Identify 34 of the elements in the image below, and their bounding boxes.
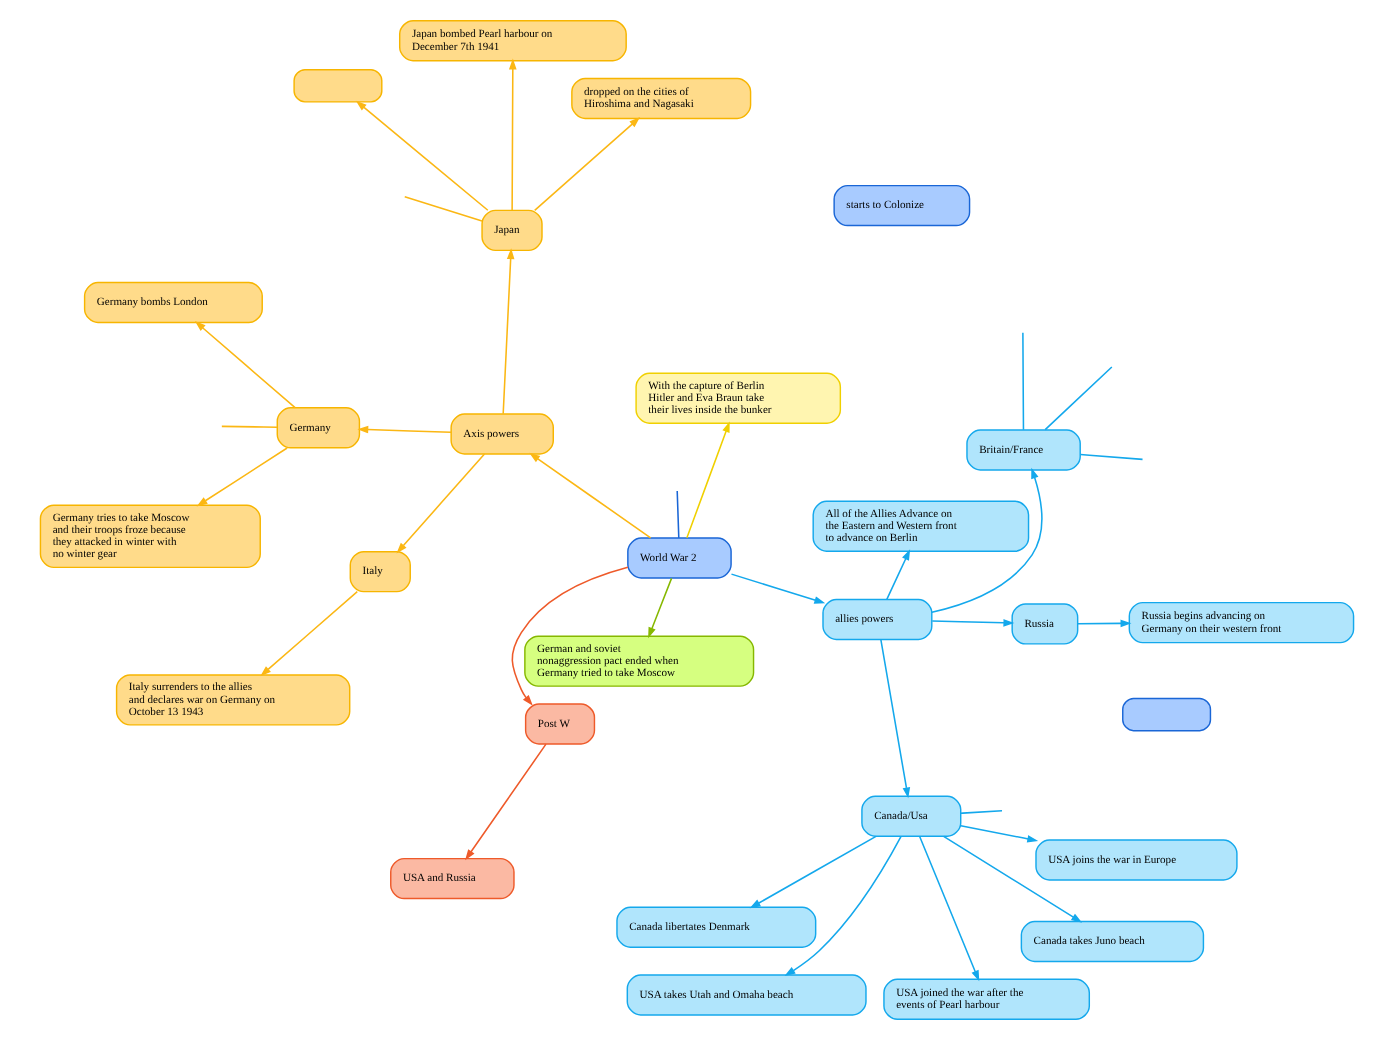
arrow — [357, 425, 452, 434]
arrow — [880, 639, 911, 799]
arrow — [749, 835, 877, 909]
arrow — [1077, 619, 1132, 628]
arrow — [396, 453, 486, 554]
connector — [221, 425, 278, 428]
connector — [1022, 332, 1025, 431]
arrow — [931, 467, 1043, 613]
arrow — [509, 58, 517, 211]
arrow — [355, 100, 489, 212]
arrow — [686, 421, 730, 539]
arrow — [196, 447, 288, 507]
connector — [1044, 366, 1113, 431]
arrow — [648, 577, 673, 639]
node-box — [1122, 697, 1212, 732]
arrow — [931, 619, 1015, 627]
arrow — [730, 573, 826, 604]
arrow — [886, 549, 911, 601]
arrow — [784, 835, 902, 977]
arrow — [529, 452, 652, 539]
connector — [676, 490, 680, 539]
arrow — [533, 117, 641, 212]
arrow — [918, 835, 980, 982]
connector — [960, 810, 1003, 815]
node-box — [293, 68, 383, 103]
arrow — [511, 566, 629, 706]
connector — [1079, 453, 1144, 461]
connector — [403, 196, 483, 222]
arrow — [260, 590, 359, 677]
arrow — [959, 825, 1039, 843]
arrow — [502, 248, 515, 415]
arrow — [465, 743, 547, 861]
arrow — [194, 321, 296, 409]
arrow — [942, 835, 1083, 923]
